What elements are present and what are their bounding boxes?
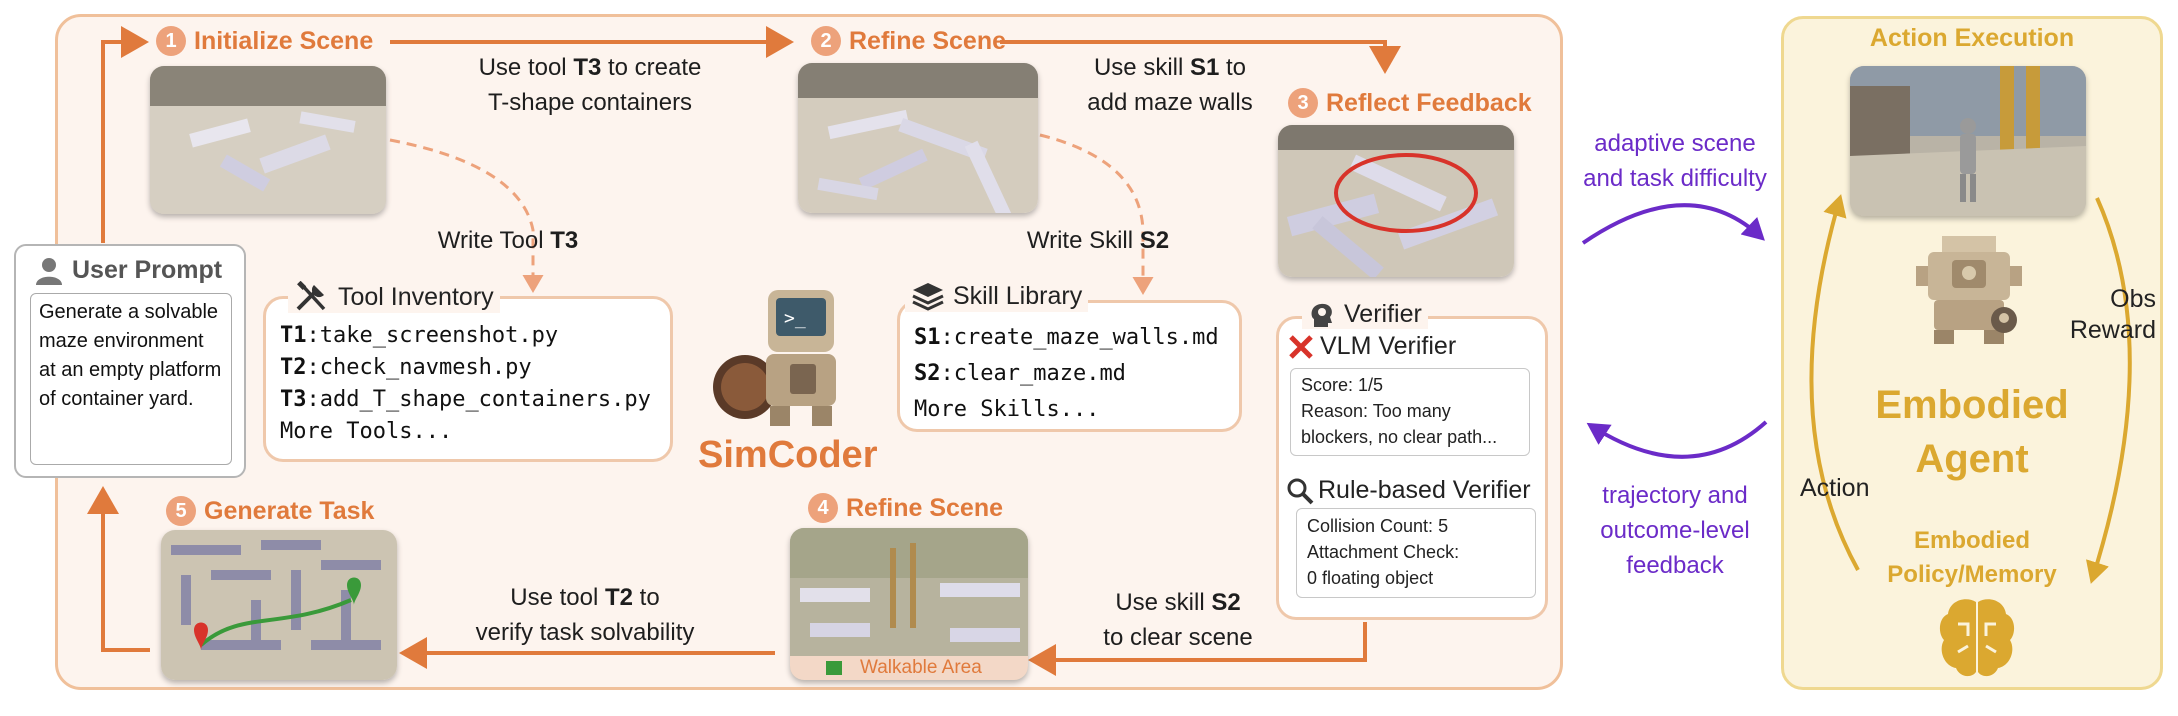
problem-highlight-circle	[1334, 153, 1478, 233]
tools-icon	[296, 281, 326, 311]
skill-more: More Skills...	[914, 397, 1100, 422]
step-label: Refine Scene	[849, 26, 1007, 55]
scene-image-initial	[150, 66, 386, 214]
scene-image-feedback	[1278, 125, 1514, 277]
vlm-verifier-result: Score: 1/5 Reason: Too many blockers, no…	[1290, 368, 1530, 456]
scene-image-refined	[798, 63, 1038, 213]
caption-step5: Use tool T2 to verify task solvability	[475, 584, 695, 646]
step-3-title: 3 Reflect Feedback	[1288, 88, 1532, 118]
tool-inventory-title: Tool Inventory	[338, 282, 494, 311]
brain-head-icon	[1311, 303, 1332, 327]
step-2-title: 2 Refine Scene	[811, 26, 1006, 56]
step-4-title: 4 Refine Scene	[808, 493, 1003, 523]
vlm-verifier-header: VLM Verifier	[1288, 332, 1456, 361]
tool-item: T3:add_T_shape_containers.py	[280, 387, 651, 412]
caption-step2-to-3: Use skill S1 to add maze walls	[1087, 54, 1253, 116]
caption-write-tool: Write Tool T3	[437, 227, 579, 254]
user-prompt-text: Generate a solvable maze environment at …	[30, 293, 232, 465]
step-number: 2	[811, 26, 841, 56]
tool-more: More Tools...	[280, 419, 453, 444]
verifier-header: Verifier	[1302, 300, 1428, 329]
user-prompt-title: User Prompt	[72, 256, 223, 284]
caption-write-skill: Write Skill S2	[1026, 227, 1170, 254]
skill-library-header: Skill Library	[905, 280, 1089, 312]
embodied-policy-memory-label: Embodied Policy/Memory	[1887, 527, 2057, 588]
vlm-verifier-title: VLM Verifier	[1320, 332, 1457, 360]
embodied-agent-robot-icon	[1916, 236, 2022, 344]
user-prompt-card: User Prompt Generate a solvable maze env…	[14, 244, 246, 478]
step-5-title: 5 Generate Task	[166, 496, 374, 526]
magnifier-icon	[1287, 478, 1314, 504]
step-label: Initialize Scene	[194, 26, 374, 55]
step-number: 3	[1288, 88, 1318, 118]
svg-text:>_: >_	[784, 308, 806, 329]
tool-list: T1:take_screenshot.py T2:check_navmesh.p…	[280, 320, 651, 448]
tool-inventory-header: Tool Inventory	[288, 281, 500, 313]
user-prompt-header: User Prompt	[34, 256, 244, 285]
skill-item: S2:clear_maze.md	[914, 361, 1126, 386]
tool-inventory-box	[263, 296, 673, 462]
brain-icon	[1939, 599, 2015, 677]
scene-image-cleared	[790, 528, 1028, 680]
embodied-agent-title: Embodied Agent	[1875, 383, 2069, 481]
tool-item: T2:check_navmesh.py	[280, 355, 532, 380]
vlm-result-line: blockers, no clear path...	[1301, 427, 1498, 447]
rule-verifier-title: Rule-based Verifier	[1318, 476, 1531, 504]
walkable-label: Walkable Area	[860, 657, 982, 678]
rule-result-line: 0 floating object	[1307, 568, 1434, 588]
simcoder-robot-icon: >_	[713, 290, 836, 426]
skill-library-title: Skill Library	[953, 281, 1083, 310]
rule-verifier-result: Collision Count: 5 Attachment Check: 0 f…	[1296, 508, 1536, 598]
stacked-layers-icon	[912, 283, 944, 311]
step-label: Reflect Feedback	[1326, 88, 1532, 117]
caption-step1-to-2: Use tool T3 to create T-shape containers	[478, 54, 702, 116]
walkable-area-legend: Walkable Area	[826, 657, 982, 679]
action-execution-image	[1850, 66, 2086, 216]
step-number: 1	[156, 26, 186, 56]
trajectory-feedback-text: trajectory and outcome-level feedback	[1600, 482, 1750, 579]
cross-icon	[1289, 334, 1313, 359]
step-label: Generate Task	[204, 496, 375, 525]
rule-verifier-header: Rule-based Verifier	[1286, 476, 1531, 505]
vlm-result-line: Reason: Too many	[1301, 401, 1451, 421]
rule-result-line: Attachment Check:	[1307, 542, 1460, 562]
step-number: 4	[808, 493, 838, 523]
skill-item: S1:create_maze_walls.md	[914, 325, 1219, 350]
obs-reward-label: Obs	[2110, 285, 2156, 313]
step-number: 5	[166, 496, 196, 526]
adaptive-difficulty-text: adaptive scene and task difficulty	[1583, 130, 1767, 192]
user-icon	[36, 257, 62, 285]
action-execution-title: Action Execution	[1869, 24, 2075, 52]
reward-label: Reward	[2069, 316, 2156, 344]
verifier-title: Verifier	[1344, 300, 1422, 328]
rule-result-line: Collision Count: 5	[1307, 516, 1449, 536]
caption-step4: Use skill S2 to clear scene	[1103, 589, 1253, 651]
simcoder-label: SimCoder	[698, 434, 878, 476]
skill-list: S1:create_maze_walls.md S2:clear_maze.md…	[914, 320, 1219, 428]
step-label: Refine Scene	[846, 493, 1004, 522]
walkable-swatch	[826, 661, 842, 675]
scene-image-task	[161, 530, 397, 680]
tool-item: T1:take_screenshot.py	[280, 323, 559, 348]
vlm-result-line: Score: 1/5	[1301, 375, 1384, 395]
action-label: Action	[1800, 474, 1870, 502]
step-1-title: 1 Initialize Scene	[156, 26, 373, 56]
